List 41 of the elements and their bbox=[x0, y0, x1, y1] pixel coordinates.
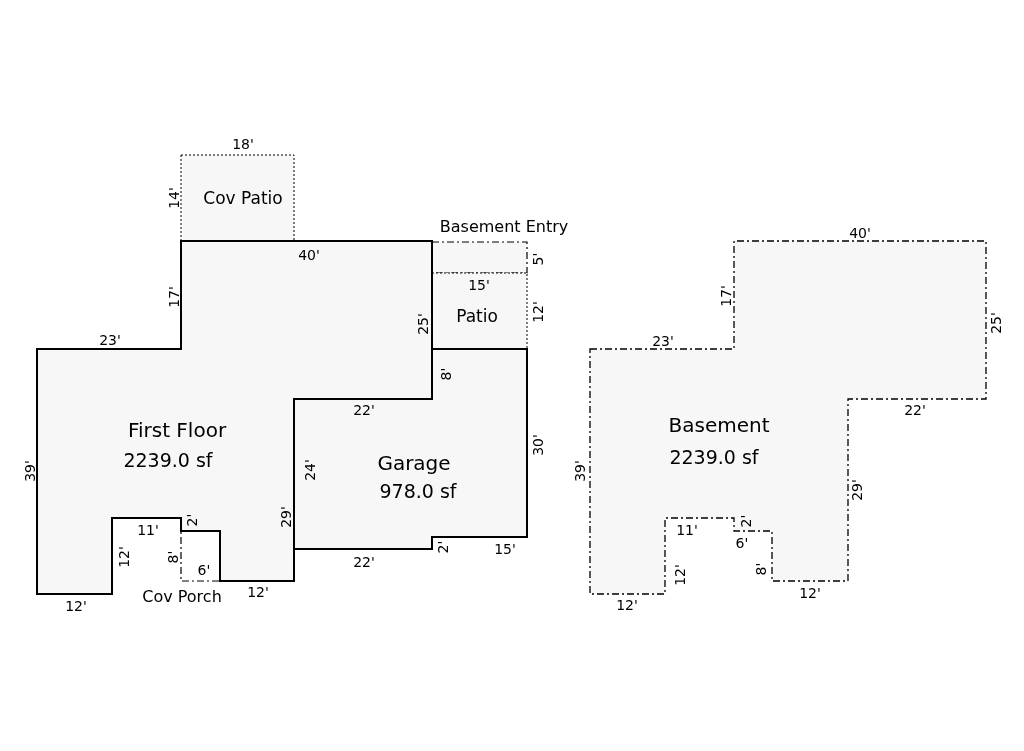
dimension-label: 6' bbox=[197, 563, 211, 577]
area-label: 2239.0 sf bbox=[123, 450, 213, 470]
dimension-label: 17' bbox=[719, 285, 733, 307]
area-label: 978.0 sf bbox=[379, 481, 457, 501]
dimension-label: 12' bbox=[673, 564, 687, 586]
dimension-label: 12' bbox=[247, 585, 269, 599]
dimension-label: 8' bbox=[166, 550, 180, 564]
dimension-label: 25' bbox=[416, 313, 430, 335]
room-label: Basement Entry bbox=[439, 219, 569, 235]
room-label: Cov Porch bbox=[142, 589, 222, 605]
dimension-label: 14' bbox=[167, 187, 181, 209]
dimension-label: 22' bbox=[904, 403, 926, 417]
room-label: Basement bbox=[668, 415, 770, 435]
room-label: First Floor bbox=[127, 420, 227, 440]
dimension-label: 8' bbox=[439, 367, 453, 381]
dimension-label: 23' bbox=[652, 334, 674, 348]
dimension-label: 2' bbox=[185, 513, 199, 527]
dimension-label: 40' bbox=[298, 248, 320, 262]
room-label: Patio bbox=[456, 307, 498, 325]
dimension-label: 22' bbox=[353, 403, 375, 417]
dimension-label: 23' bbox=[99, 333, 121, 347]
dimension-label: 12' bbox=[531, 301, 545, 323]
room-label: Cov Patio bbox=[203, 189, 283, 207]
dimension-label: 17' bbox=[167, 286, 181, 308]
dimension-label: 2' bbox=[739, 514, 753, 528]
dimension-label: 5' bbox=[531, 252, 545, 266]
room-label: Garage bbox=[377, 453, 451, 473]
dimension-label: 22' bbox=[353, 555, 375, 569]
area-label: 2239.0 sf bbox=[669, 447, 759, 467]
dimension-label: 29' bbox=[279, 506, 293, 528]
dimension-label: 15' bbox=[494, 542, 516, 556]
dimension-label: 24' bbox=[303, 459, 317, 481]
dimension-label: 29' bbox=[850, 479, 864, 501]
dimension-label: 12' bbox=[799, 586, 821, 600]
dimension-label: 6' bbox=[735, 536, 749, 550]
dimension-label: 12' bbox=[117, 546, 131, 568]
dimension-label: 2' bbox=[436, 540, 450, 554]
dimension-label: 15' bbox=[468, 278, 490, 292]
dimension-label: 11' bbox=[676, 523, 698, 537]
dimension-label: 11' bbox=[137, 523, 159, 537]
dimension-label: 8' bbox=[754, 562, 768, 576]
